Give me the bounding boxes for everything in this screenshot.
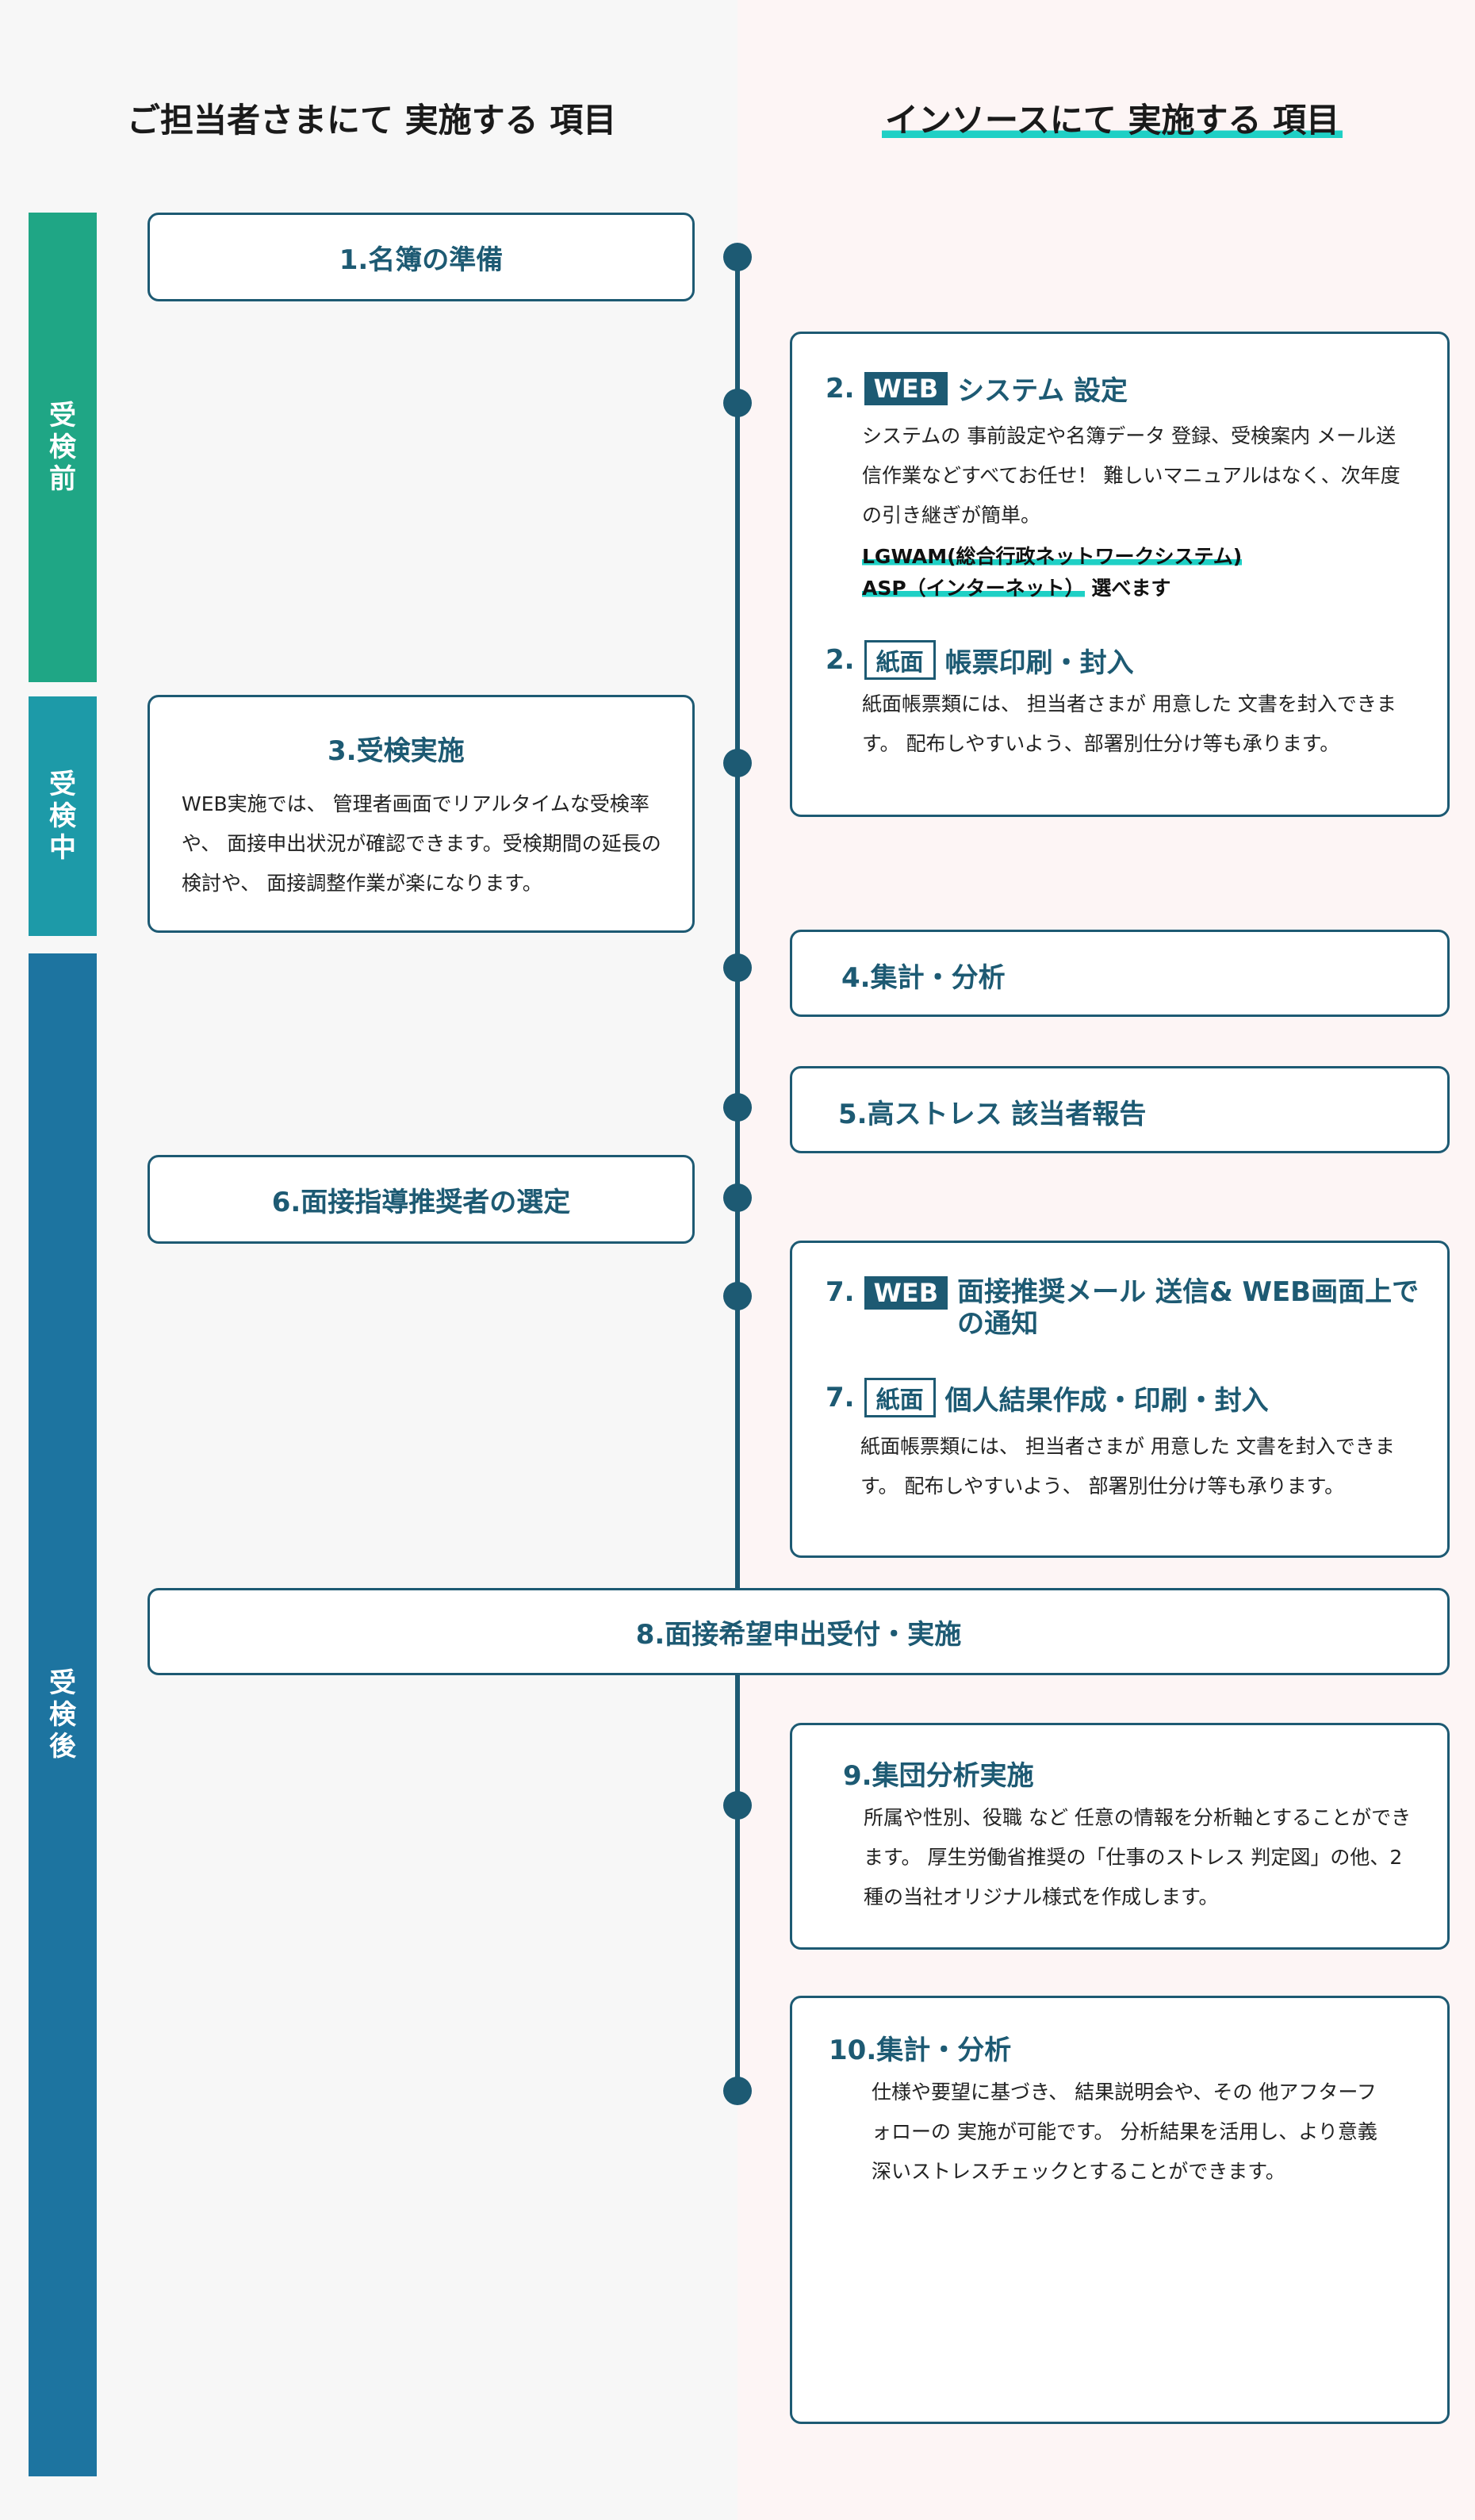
step-7-paper-title: 個人結果作成・印刷・封入 xyxy=(944,1384,1269,1417)
step-2-web-num: 2. xyxy=(826,372,855,405)
left-column-header: ご担当者さまにて 実施する 項目 xyxy=(127,101,617,140)
timeline-dot xyxy=(723,243,752,271)
step-10-box: 10.集計・分析 仕様や要望に基づき、 結果説明会や、その 他アフターフォローの… xyxy=(790,1996,1450,2424)
step-5-box: 5.高ストレス 該当者報告 xyxy=(790,1066,1450,1153)
step-10-title: 10.集計・分析 xyxy=(829,2035,1012,2066)
step-4-title: 4.集計・分析 xyxy=(841,962,1006,994)
step-7-web-num: 7. xyxy=(826,1276,855,1308)
step-3-desc: WEB実施では、 管理者画面でリアルタイムな受検率や、 面接申出状況が確認できま… xyxy=(182,792,661,895)
step-8-box: 8.面接希望申出受付・実施 xyxy=(148,1588,1450,1675)
step-9-title: 9.集団分析実施 xyxy=(843,1760,1034,1792)
step-7-box: 7. WEB 面接推奨メール 送信& WEB画面上での通知 7. 紙面 個人結果… xyxy=(790,1241,1450,1558)
step-9-box: 9.集団分析実施 所属や性別、役職 など 任意の情報を分析軸とすることができます… xyxy=(790,1723,1450,1950)
step-1-box: 1.名簿の準備 xyxy=(148,213,695,301)
timeline-dot xyxy=(723,1282,752,1310)
step-6-box: 6.面接指導推奨者の選定 xyxy=(148,1155,695,1244)
step-10-desc: 仕様や要望に基づき、 結果説明会や、その 他アフターフォローの 実施が可能です。… xyxy=(872,2081,1377,2183)
step-1-title: 1.名簿の準備 xyxy=(339,244,504,276)
step-8-title: 8.面接希望申出受付・実施 xyxy=(635,1618,962,1651)
paper-badge: 紙面 xyxy=(864,640,936,680)
phase-during-bar: 受検中 xyxy=(29,696,97,936)
step-9-desc: 所属や性別、役職 など 任意の情報を分析軸とすることができます。 厚生労働省推奨… xyxy=(864,1806,1412,1908)
step-2-highlight-1: LGWAM(総合行政ネットワークシステム) xyxy=(862,545,1243,568)
step-7-web-title: 面接推奨メール 送信& WEB画面上での通知 xyxy=(957,1276,1419,1340)
step-4-box: 4.集計・分析 xyxy=(790,930,1450,1017)
step-3-box: 3.受検実施 WEB実施では、 管理者画面でリアルタイムな受検率や、 面接申出状… xyxy=(148,695,695,933)
step-7-paper-num: 7. xyxy=(826,1382,855,1413)
phase-before-bar: 受検前 xyxy=(29,213,97,682)
step-2-box: 2. WEB システム 設定 システムの 事前設定や名簿データ 登録、受検案内 … xyxy=(790,332,1450,817)
step-2-paper-desc: 紙面帳票類には、 担当者さまが 用意した 文書を封入できます。 配布しやすいよう… xyxy=(862,692,1396,755)
step-2-paper-title: 帳票印刷・封入 xyxy=(944,646,1134,679)
web-badge: WEB xyxy=(864,371,948,405)
phase-after-bar: 受検後 xyxy=(29,953,97,2476)
timeline-dot xyxy=(723,749,752,777)
step-2-web-desc: システムの 事前設定や名簿データ 登録、受検案内 メール送信作業などすべてお任せ… xyxy=(862,424,1400,527)
web-badge: WEB xyxy=(864,1276,948,1310)
step-7-paper-desc: 紙面帳票類には、 担当者さまが 用意した 文書を封入できます。 配布しやすいよう… xyxy=(860,1435,1395,1498)
timeline-dot xyxy=(723,1093,752,1122)
step-6-title: 6.面接指導推奨者の選定 xyxy=(271,1186,571,1218)
timeline-dot xyxy=(723,1183,752,1212)
timeline-line xyxy=(735,258,740,2092)
step-2-paper-num: 2. xyxy=(826,644,855,676)
step-3-title: 3.受検実施 xyxy=(328,735,465,767)
timeline-dot xyxy=(723,2077,752,2105)
step-2-web-title: システム 設定 xyxy=(957,375,1128,407)
paper-badge: 紙面 xyxy=(864,1378,936,1417)
step-2-highlight-2: ASP（インターネット） 選べます xyxy=(862,577,1171,600)
timeline-dot xyxy=(723,953,752,982)
right-column-header: インソースにて 実施する 項目 xyxy=(882,94,1343,142)
timeline-dot xyxy=(723,1791,752,1820)
step-5-title: 5.高ストレス 該当者報告 xyxy=(838,1099,1147,1130)
timeline-dot xyxy=(723,389,752,417)
